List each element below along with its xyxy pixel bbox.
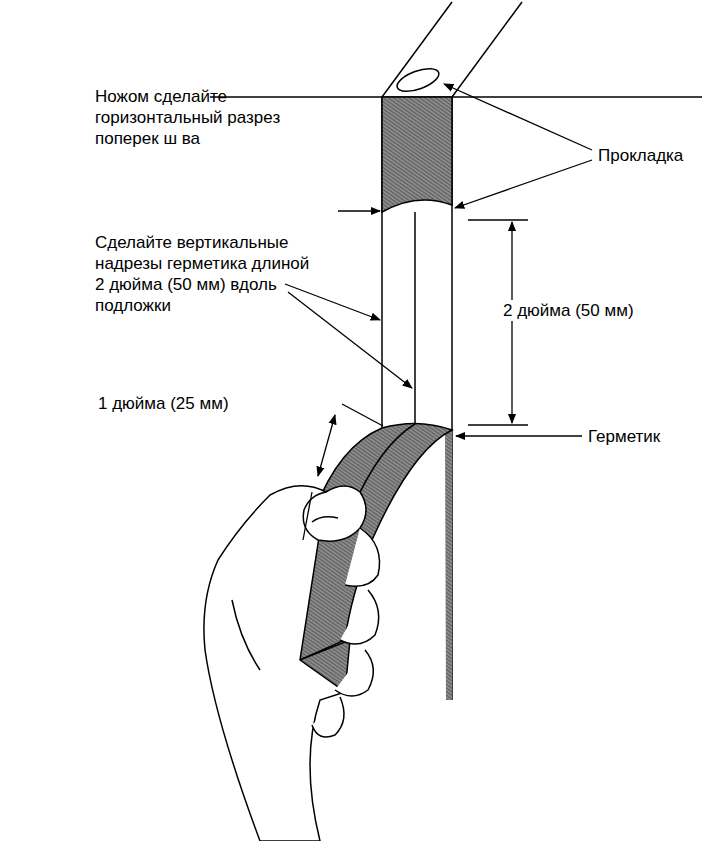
cut-note: Сделайте вертикальные надрезы герметика … (95, 232, 310, 316)
hand (204, 486, 380, 841)
dimension: 1 дюйма (25 мм) (98, 393, 229, 414)
peeled-sealant (299, 423, 452, 660)
sealant-remaining (445, 430, 452, 700)
cut-note: Ножом сделайте горизонтальный разрез поп… (95, 86, 335, 149)
part-label: Прокладка (598, 145, 683, 166)
sealant-band (382, 97, 452, 212)
part-label: Герметик (588, 426, 660, 447)
dimension: 2 дюйма (50 мм) (500, 300, 637, 321)
